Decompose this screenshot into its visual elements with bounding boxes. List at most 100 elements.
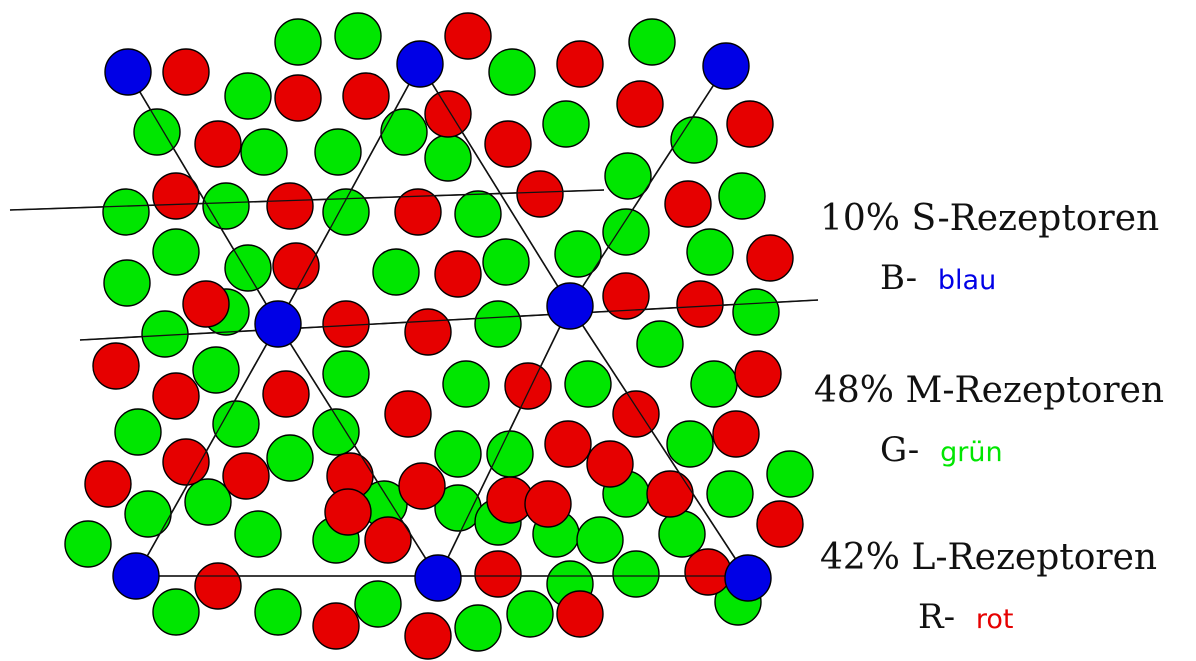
m-cone [455,191,501,237]
m-cone [425,135,471,181]
l-cone [85,461,131,507]
m-cone [373,249,419,295]
m-cone [687,229,733,275]
legend-s-percent: 10% [820,198,900,239]
m-cone [691,361,737,407]
m-cone [707,471,753,517]
s-cone [255,301,301,347]
l-cone [343,73,389,119]
m-cone [455,605,501,651]
l-cone [195,563,241,609]
l-cone [475,551,521,597]
l-cone [323,301,369,347]
legend-m-name: M-Rezeptoren [905,370,1164,411]
m-cone [483,239,529,285]
legend-l-percent: 42% [820,537,900,578]
l-cone [747,235,793,281]
m-cone [267,435,313,481]
m-cone [577,517,623,563]
l-cone [313,603,359,649]
m-cone [315,129,361,175]
m-cone [255,589,301,635]
m-cone [767,451,813,497]
legend-l-line: 42% L-Rezeptoren [820,537,1157,578]
l-cone [405,613,451,659]
l-cone [223,453,269,499]
l-cone [557,41,603,87]
m-cone [213,401,259,447]
legend-l-key-line: R- rot [918,597,1014,637]
m-cone [115,409,161,455]
m-cone [225,245,271,291]
m-cone [125,491,171,537]
m-cone [193,347,239,393]
l-cone [399,463,445,509]
l-cone [735,351,781,397]
l-cone [613,391,659,437]
m-cone [323,351,369,397]
legend-m-percent: 48% [814,370,894,411]
m-cone [489,49,535,95]
l-cone [525,481,571,527]
l-cone [603,273,649,319]
l-cone [647,471,693,517]
l-cone [445,13,491,59]
s-cone [105,49,151,95]
m-cone [225,73,271,119]
m-cone [603,209,649,255]
s-cone [113,553,159,599]
l-cone [685,549,731,595]
l-cone [517,171,563,217]
m-cone [241,129,287,175]
l-cone [435,251,481,297]
legend-l-name: L-Rezeptoren [911,537,1157,578]
s-cone [725,555,771,601]
legend-s-name: S-Rezeptoren [911,198,1159,239]
legend-m-line: 48% M-Rezeptoren [814,370,1164,411]
l-cone [163,49,209,95]
m-cone [381,109,427,155]
m-cone [355,581,401,627]
l-cone [163,439,209,485]
l-cone [505,363,551,409]
l-cone [677,281,723,327]
legend-s-key-line: B- blau [880,258,996,298]
m-cone [275,19,321,65]
m-cone [719,173,765,219]
l-cone [587,441,633,487]
s-cone [397,41,443,87]
l-cone [93,343,139,389]
l-cone [195,121,241,167]
m-cone [507,591,553,637]
legend-s-value: blau [938,265,996,296]
m-cone [435,431,481,477]
m-cone [104,260,150,306]
m-cone [637,321,683,367]
legend-s-line: 10% S-Rezeptoren [820,198,1159,239]
l-cone [713,411,759,457]
m-cone [613,551,659,597]
l-cone [485,121,531,167]
m-cone [733,289,779,335]
l-cone [385,391,431,437]
m-cone [543,101,589,147]
m-cone [185,479,231,525]
m-cone [667,421,713,467]
l-cone [153,373,199,419]
l-cone [267,183,313,229]
l-cone [665,181,711,227]
s-cone [547,283,593,329]
l-cone [557,591,603,637]
m-cone [629,19,675,65]
l-cone [275,75,321,121]
m-cone [203,183,249,229]
m-cone [65,521,111,567]
m-cone [335,13,381,59]
l-cone [183,281,229,327]
m-cone [235,511,281,557]
l-cone [757,501,803,547]
legend-m-key: G- [880,430,919,470]
l-cone [617,81,663,127]
l-cone [263,371,309,417]
